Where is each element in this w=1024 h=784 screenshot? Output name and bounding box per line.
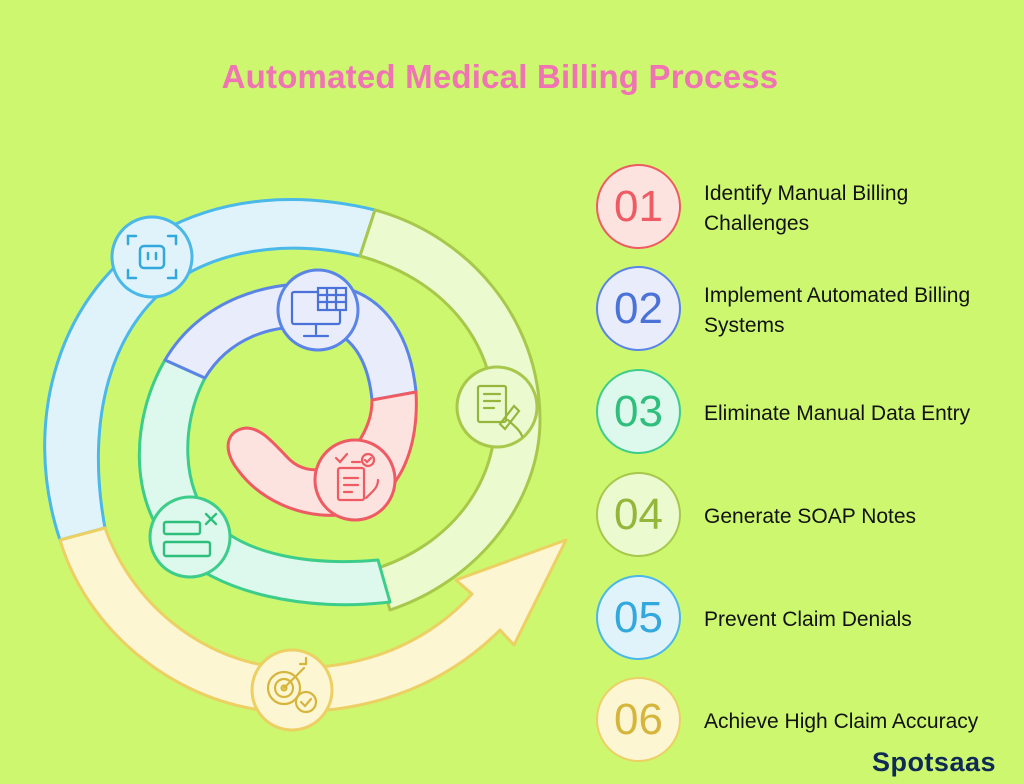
step-number-03: 03 <box>596 369 681 454</box>
step-number-04: 04 <box>596 472 681 557</box>
step2-icon-node <box>276 268 360 352</box>
page-title: Automated Medical Billing Process <box>221 58 779 95</box>
document-pen-icon <box>476 384 524 438</box>
step-02: 02 Implement Automated Billing Systems <box>596 266 1016 356</box>
step-label-02: Implement Automated Billing Systems <box>704 284 971 337</box>
step-01: 01 Identify Manual Billing Challenges <box>596 164 1016 254</box>
step-04: 04 Generate SOAP Notes <box>596 472 1016 562</box>
step4-icon-node <box>455 365 539 449</box>
step-03: 03 Eliminate Manual Data Entry <box>596 369 1016 459</box>
form-delete-icon <box>162 512 218 558</box>
step-06: 06 Achieve High Claim Accuracy <box>596 677 1016 767</box>
step-label-04: Generate SOAP Notes <box>704 505 917 528</box>
step-label-01: Identify Manual Billing Challenges <box>704 182 909 235</box>
robot-scan-icon <box>126 234 178 280</box>
step-number-01: 01 <box>596 164 681 249</box>
step5-icon-node <box>110 215 194 299</box>
step6-icon-node <box>250 648 334 732</box>
brand-logo: Spotsaas <box>871 747 996 777</box>
ring-segment-04 <box>358 208 542 612</box>
step-label-03: Eliminate Manual Data Entry <box>704 402 971 425</box>
step-05: 05 Prevent Claim Denials <box>596 575 1016 665</box>
step-label-05: Prevent Claim Denials <box>704 608 912 631</box>
step1-icon-node <box>313 438 397 522</box>
step-number-05: 05 <box>596 575 681 660</box>
computer-spreadsheet-icon <box>290 286 348 338</box>
step-number-06: 06 <box>596 677 681 762</box>
step3-icon-node <box>148 495 232 579</box>
step-label-06: Achieve High Claim Accuracy <box>704 710 979 733</box>
step-number-02: 02 <box>596 266 681 351</box>
ring-segment-06 <box>58 526 568 714</box>
target-check-icon <box>266 656 318 714</box>
clipboard-hand-icon <box>334 452 380 502</box>
